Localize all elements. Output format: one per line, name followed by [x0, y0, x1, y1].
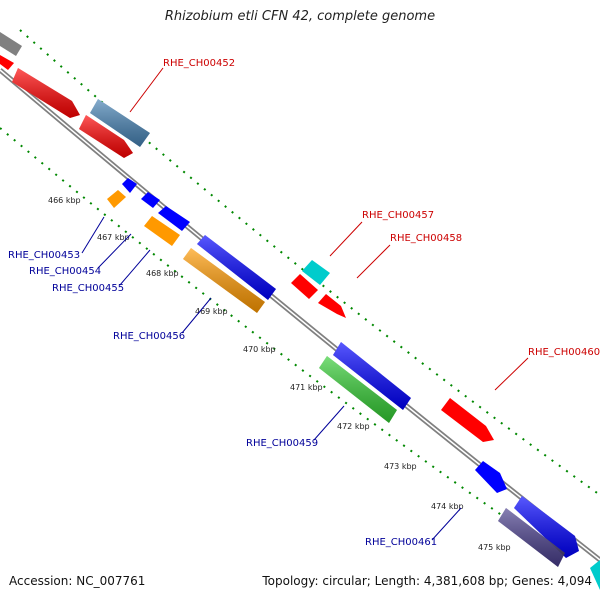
tick-label: 466 kbp	[48, 196, 81, 205]
tick-label: 467 kbp	[97, 233, 130, 242]
position-ticks: 466 kbp 467 kbp 468 kbp 469 kbp 470 kbp …	[48, 196, 511, 552]
tick-label: 470 kbp	[243, 345, 276, 354]
gene-red-c[interactable]	[318, 294, 346, 318]
gene-label[interactable]: RHE_CH00458	[390, 233, 462, 244]
gene-rhe-ch00454[interactable]	[158, 206, 190, 231]
tick-label: 472 kbp	[337, 422, 370, 431]
gene-label[interactable]: RHE_CH00453	[8, 250, 80, 261]
guide-inner	[0, 127, 561, 556]
gene-rhe-ch00453[interactable]	[107, 190, 126, 208]
tick-label: 475 kbp	[478, 543, 511, 552]
gene-rhe-ch00455[interactable]	[144, 216, 180, 246]
genome-backbone	[0, 68, 600, 562]
gene-label[interactable]: RHE_CH00456	[113, 331, 185, 342]
gene-red-edge[interactable]	[0, 55, 14, 70]
topology-summary: Topology: circular; Length: 4,381,608 bp…	[262, 574, 592, 588]
gene-rhe-ch00458[interactable]	[291, 274, 318, 299]
gene-labels: RHE_CH00452 RHE_CH00457 RHE_CH00458 RHE_…	[8, 58, 600, 548]
gene-label[interactable]: RHE_CH00459	[246, 438, 318, 449]
gene-label[interactable]: RHE_CH00457	[362, 210, 434, 221]
tick-label: 473 kbp	[384, 462, 417, 471]
gene-label[interactable]: RHE_CH00460	[528, 347, 600, 358]
gene-label[interactable]: RHE_CH00461	[365, 537, 437, 548]
map-title: Rhizobium etli CFN 42, complete genome	[164, 9, 436, 24]
dotted-guides	[0, 29, 600, 556]
tick-label: 474 kbp	[431, 502, 464, 511]
gene-blue-b[interactable]	[141, 192, 160, 208]
accession-text: Accession: NC_007761	[9, 574, 146, 588]
gene-label[interactable]: RHE_CH00452	[163, 58, 235, 69]
gene-rhe-ch00457[interactable]	[302, 260, 330, 285]
gene-rhe-ch00460[interactable]	[441, 398, 494, 442]
tick-label: 471 kbp	[290, 383, 323, 392]
gene-blue-d[interactable]	[475, 461, 507, 493]
gene-blue-small[interactable]	[122, 178, 137, 193]
gene-gray-edge[interactable]	[0, 32, 22, 56]
gene-label[interactable]: RHE_CH00455	[52, 283, 124, 294]
tick-label: 468 kbp	[146, 269, 179, 278]
gene-cyan-edge[interactable]	[590, 560, 600, 590]
gene-shading	[12, 68, 579, 567]
leader-lines	[81, 67, 529, 541]
tick-label: 469 kbp	[195, 307, 228, 316]
gene-label[interactable]: RHE_CH00454	[29, 266, 101, 277]
genes	[0, 32, 600, 590]
